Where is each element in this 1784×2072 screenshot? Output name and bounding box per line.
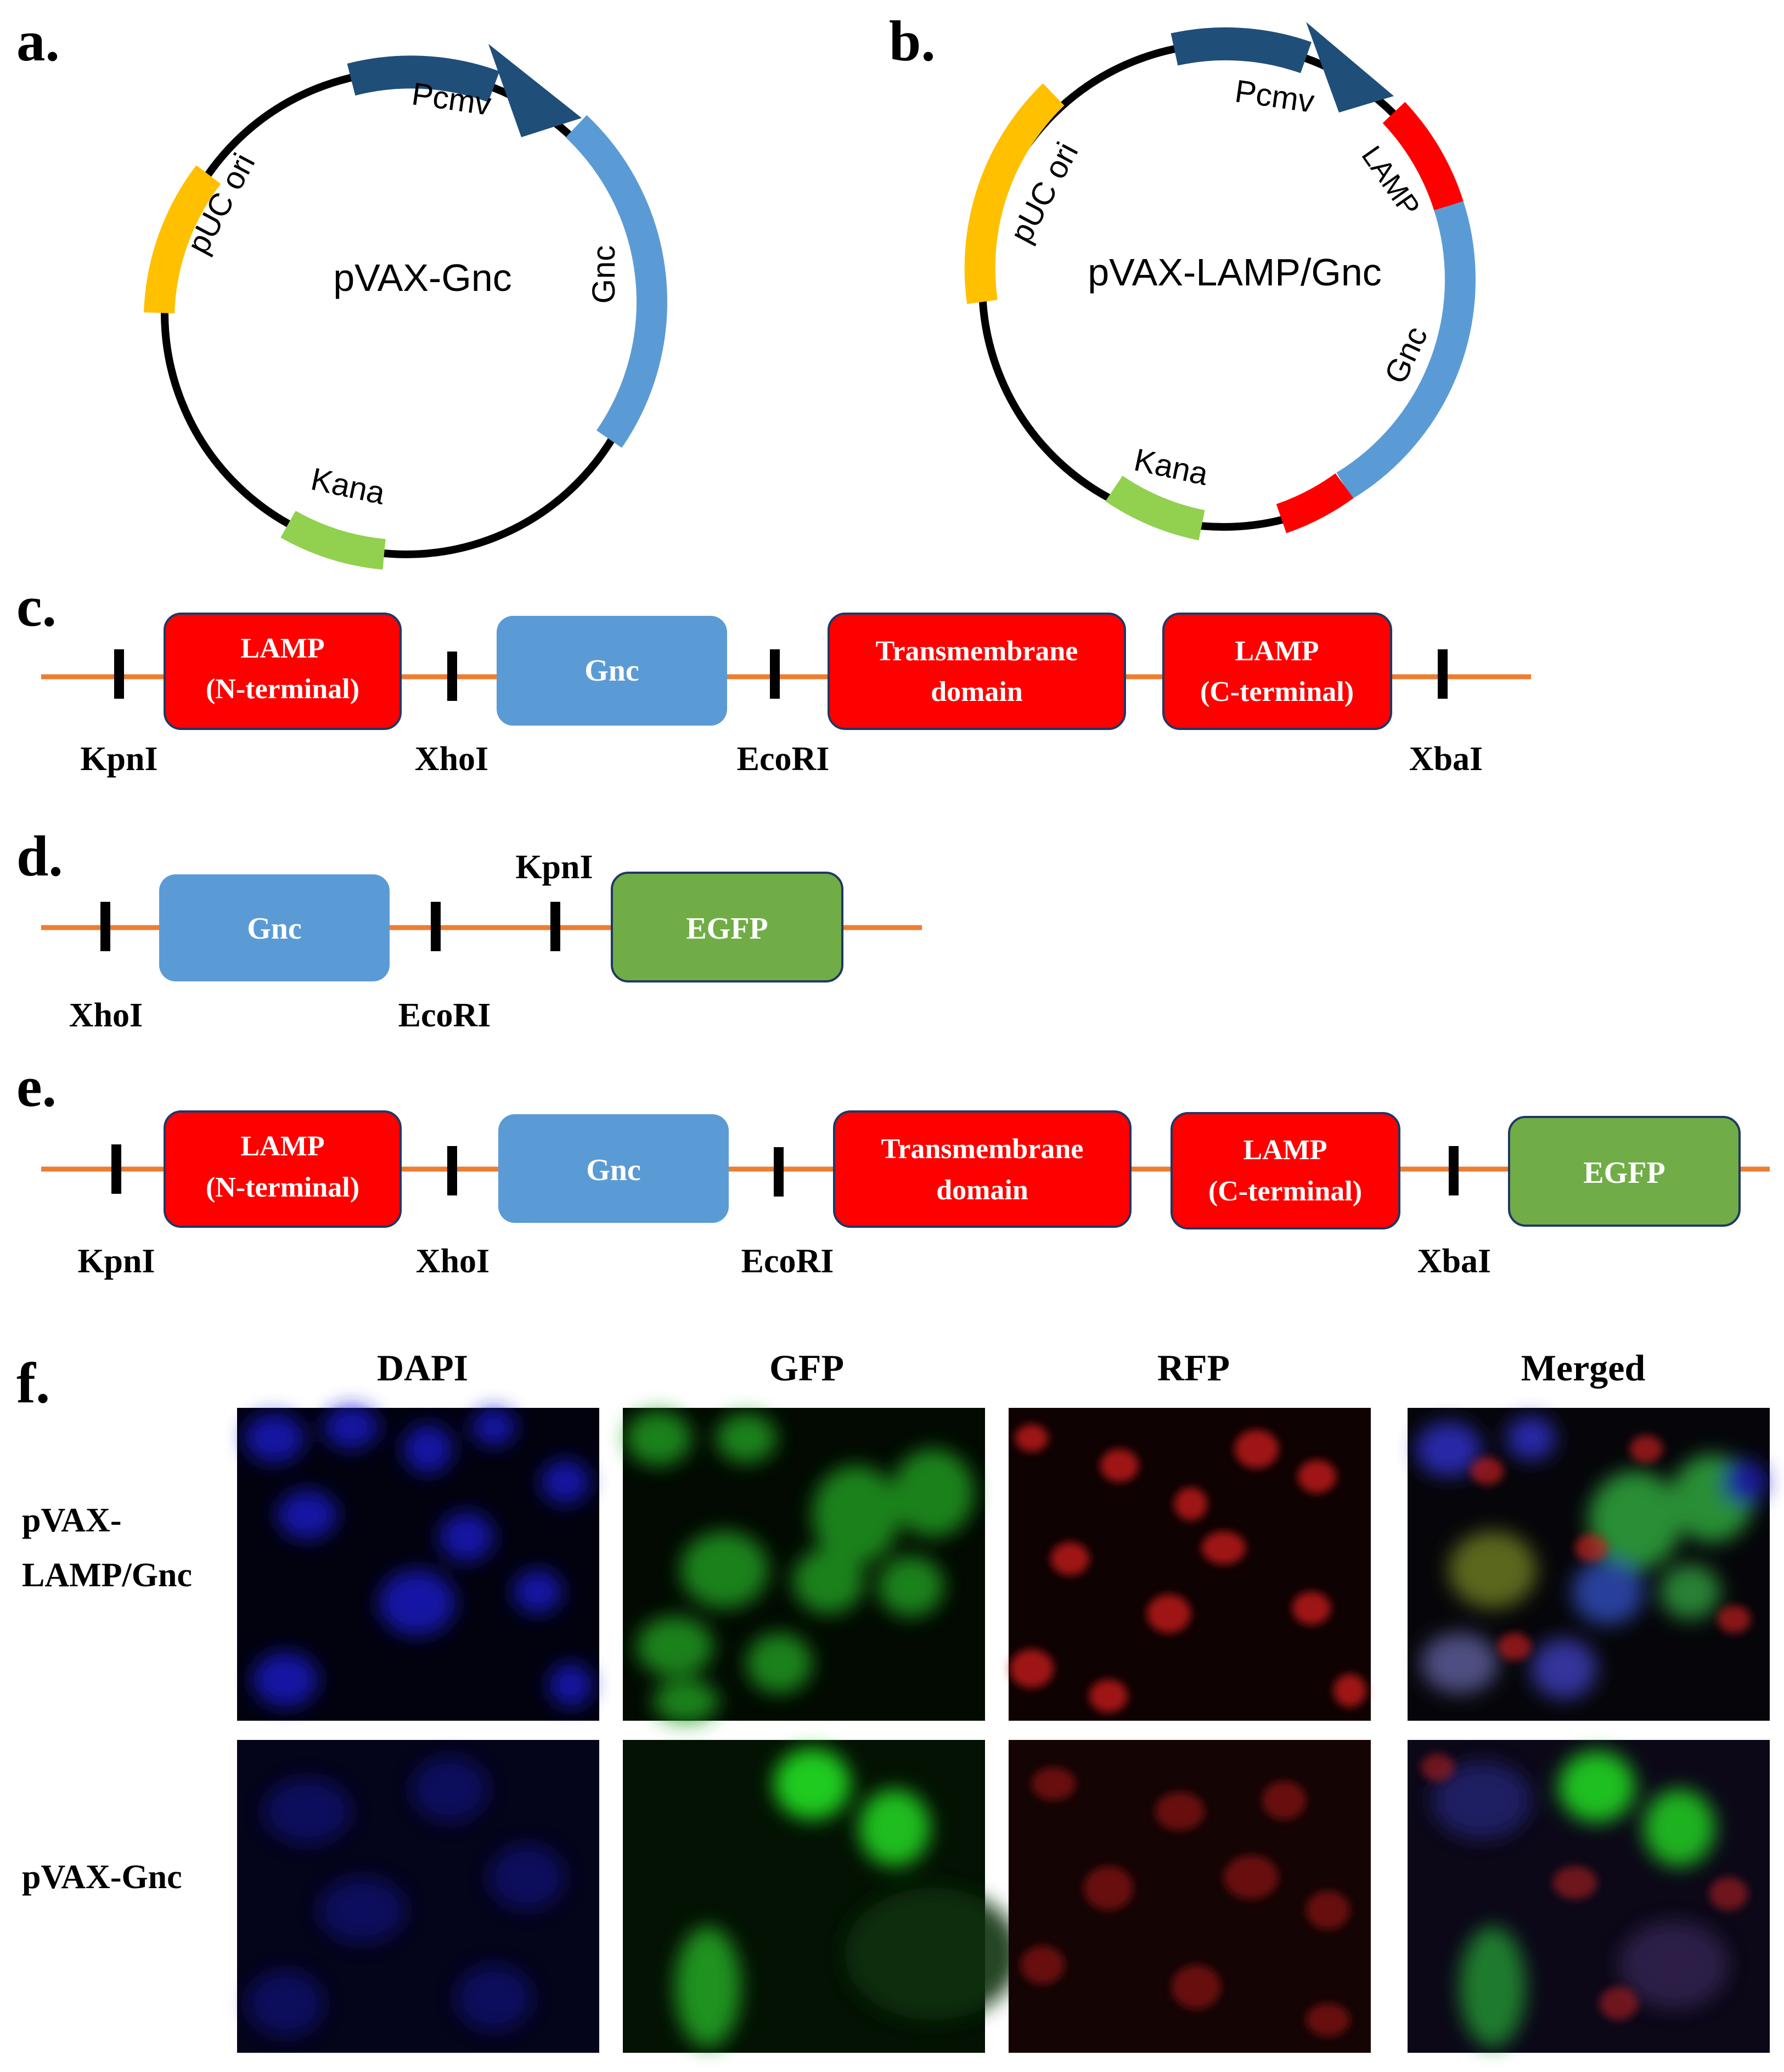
plasmid-b-origin-arc: [964, 83, 1065, 304]
plasmid-a-resistance-label: Kana: [308, 461, 389, 512]
plasmid-a-gnc-arc: [565, 115, 667, 448]
construct-d-egfp-box: [611, 872, 843, 982]
micrograph-gnc-dapi: [237, 1740, 599, 2053]
construct-c-site-xhoi: XhoI: [415, 740, 488, 778]
construct-e-lamp-c-box: [1170, 1112, 1400, 1229]
micrograph-lamp-gnc-gfp: [623, 1408, 985, 1723]
micrograph-lamp-gnc-merged: [1408, 1408, 1770, 1721]
construct-e-transmembrane-box: [833, 1110, 1132, 1228]
construct-c-lamp-n-label-2: (N-terminal): [206, 673, 359, 705]
plasmid-b-lamp-arc-2: [1276, 473, 1354, 534]
construct-c-gnc-label: Gnc: [584, 654, 639, 688]
panel-a: a. pVAX-Gnc Pcmv pUC ori Gnc Kana: [16, 9, 667, 570]
panel-a-letter: a.: [16, 9, 60, 73]
construct-c-transmembrane-label-1: Transmembrane: [876, 636, 1078, 667]
construct-d-site-mark-kpni: [550, 902, 560, 951]
construct-d-site-kpni: KpnI: [515, 849, 593, 886]
plasmid-a-promoter-arc: [347, 55, 500, 103]
construct-c-site-mark-ecori: [770, 649, 780, 699]
construct-e-site-kpni: KpnI: [77, 1243, 155, 1280]
row-label-gnc: pVAX-Gnc: [22, 1858, 182, 1896]
construct-d-site-mark-xhoi: [100, 902, 110, 951]
construct-c-site-kpni: KpnI: [80, 740, 157, 778]
construct-d-egfp-label: EGFP: [686, 912, 768, 946]
plasmid-b-gnc-arc: [1336, 201, 1476, 499]
construct-e-site-mark-xhoi: [447, 1146, 457, 1195]
construct-e-lamp-n-box: [164, 1110, 402, 1228]
plasmid-b-kana-arc: [1105, 475, 1205, 541]
panel-e-letter: e.: [16, 1054, 57, 1119]
construct-e-site-ecori: EcoRI: [741, 1243, 834, 1280]
panel-b-letter: b.: [889, 9, 936, 73]
column-header-dapi: DAPI: [377, 1347, 468, 1389]
construct-e-site-mark-kpni: [111, 1144, 121, 1194]
construct-e-site-mark-xbai: [1449, 1146, 1459, 1195]
plasmid-b-promoter-arc: [1170, 27, 1312, 74]
construct-e-lamp-n-label-2: (N-terminal): [206, 1172, 359, 1203]
construct-c-lamp-c-label-1: LAMP: [1235, 636, 1319, 667]
plasmid-b-promoter-arrowhead: [1306, 22, 1394, 113]
construct-e-site-xbai: XbaI: [1417, 1243, 1491, 1280]
panel-d-letter: d.: [16, 824, 63, 888]
panel-f: f. DAPI GFP RFP Merged pVAX- LAMP/Gnc pV…: [16, 1347, 1770, 2053]
construct-e-gnc-label: Gnc: [586, 1153, 641, 1187]
construct-c-site-mark-xbai: [1438, 649, 1448, 699]
plasmid-b-resistance-label: Kana: [1131, 442, 1212, 492]
construct-c-site-xbai: XbaI: [1409, 740, 1483, 778]
construct-c-site-ecori: EcoRI: [737, 740, 830, 778]
construct-d-gnc-label: Gnc: [247, 912, 302, 946]
plasmid-b-lamp-arc-1: [1382, 102, 1464, 211]
panel-d: d. Gnc EGFP XhoI EcoRI KpnI: [16, 824, 922, 1034]
construct-e-transmembrane-label-1: Transmembrane: [881, 1133, 1084, 1165]
construct-e-egfp-label: EGFP: [1583, 1156, 1665, 1190]
construct-c-transmembrane-label-2: domain: [931, 676, 1023, 707]
micrograph-gnc-rfp: [1009, 1740, 1371, 2053]
plasmid-a-name: pVAX-Gnc: [333, 256, 512, 299]
column-header-rfp: RFP: [1157, 1347, 1230, 1389]
micrograph-lamp-gnc-rfp: [1009, 1408, 1371, 1721]
panel-c-letter: c.: [16, 574, 57, 638]
plasmid-b-promoter-label: Pcmv: [1233, 73, 1316, 120]
panel-b: b. pVAX-LAMP/Gnc Pcmv pUC ori LAMP Gnc K…: [889, 9, 1476, 541]
row-label-lamp-gnc-2: LAMP/Gnc: [22, 1557, 192, 1594]
plasmid-a-gene-label: Gnc: [586, 245, 622, 304]
panel-e: e. LAMP (N-terminal) Gnc Transmembrane d…: [16, 1054, 1770, 1280]
construct-c-site-mark-xhoi: [447, 652, 457, 701]
construct-d-site-ecori: EcoRI: [398, 997, 491, 1034]
plasmid-a-origin-arc: [144, 165, 221, 314]
construct-c-lamp-c-box: [1162, 613, 1392, 730]
column-header-merged: Merged: [1521, 1347, 1646, 1389]
plasmid-a-kana-arc: [280, 510, 386, 570]
construct-e-egfp-box: [1508, 1116, 1741, 1227]
construct-c-lamp-n-label-1: LAMP: [240, 633, 324, 664]
micrograph-lamp-gnc-dapi: [237, 1405, 599, 1721]
micrograph-gnc-gfp: [623, 1740, 1021, 2053]
plasmid-b-name: pVAX-LAMP/Gnc: [1088, 251, 1382, 294]
construct-c-lamp-c-label-2: (C-terminal): [1200, 676, 1354, 707]
construct-e-transmembrane-label-2: domain: [936, 1175, 1028, 1206]
column-header-gfp: GFP: [769, 1347, 844, 1389]
construct-c-transmembrane-box: [828, 613, 1126, 730]
construct-d-site-xhoi: XhoI: [69, 997, 143, 1034]
construct-e-lamp-n-label-1: LAMP: [240, 1131, 324, 1162]
construct-c-lamp-n-box: [164, 613, 402, 730]
construct-e-site-xhoi: XhoI: [416, 1243, 489, 1280]
panel-c: c. LAMP (N-terminal) Gnc Transmembrane d…: [16, 574, 1531, 778]
construct-d-gnc-box: [159, 874, 390, 981]
construct-c-gnc-box: [497, 616, 727, 726]
construct-c-site-mark-kpni: [114, 649, 124, 699]
construct-d-site-mark-ecori: [431, 902, 441, 951]
construct-e-lamp-c-label-2: (C-terminal): [1208, 1176, 1362, 1207]
panel-f-letter: f.: [16, 1351, 50, 1415]
row-label-lamp-gnc-1: pVAX-: [22, 1502, 121, 1539]
construct-e-site-mark-ecori: [774, 1147, 784, 1197]
plasmid-a-promoter-arrowhead: [488, 44, 582, 137]
construct-e-lamp-c-label-1: LAMP: [1243, 1135, 1327, 1166]
construct-e-gnc-box: [498, 1114, 729, 1223]
micrograph-gnc-merged: [1408, 1740, 1770, 2053]
